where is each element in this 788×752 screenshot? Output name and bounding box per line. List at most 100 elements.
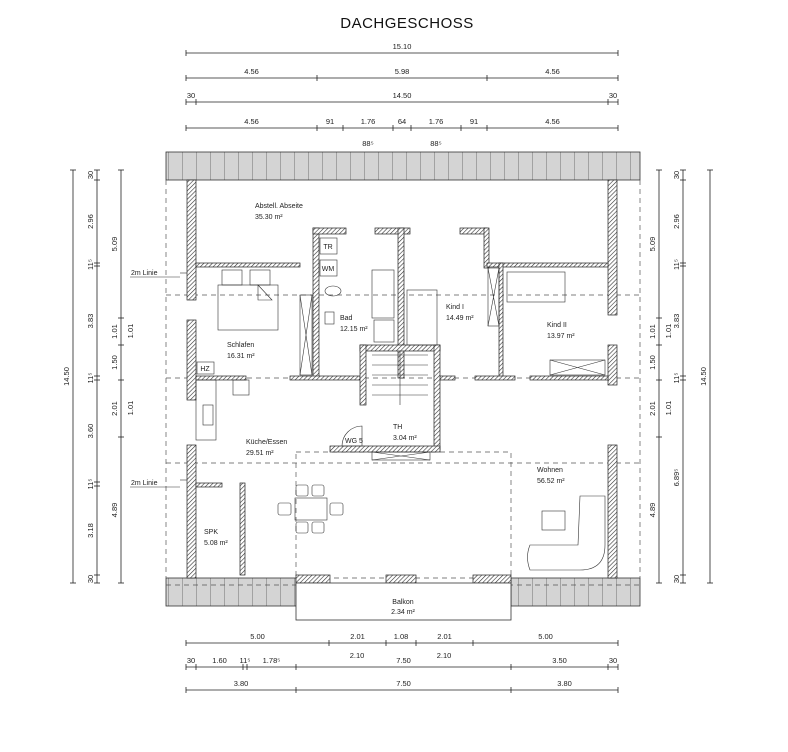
dimension-label: 7.50	[396, 679, 411, 688]
room-labels: Abstell. Abseite 35.30 m² Bad 12.15 m² S…	[204, 203, 575, 616]
dimension-label: 1.76	[429, 117, 444, 126]
room-area-spk: 5.08 m²	[204, 540, 228, 547]
heating-label: HZ	[200, 366, 210, 373]
dimension-label: 1.01	[126, 324, 135, 339]
dimension-label: 11⁵	[240, 656, 251, 665]
dimension-label: 3.80	[557, 679, 572, 688]
dimension-label: 5.09	[648, 237, 657, 252]
dimension-label: 11⁵	[86, 259, 95, 270]
dimension-label: 2.10	[437, 651, 452, 660]
fixtures: TR WM HZ WG 5	[196, 237, 363, 447]
dimension-label: 3.50	[552, 656, 567, 665]
furniture	[195, 267, 606, 571]
plan-title: DACHGESCHOSS	[340, 15, 474, 32]
dimension-label: 1.78⁵	[263, 656, 281, 665]
dimension-label: 1.76	[361, 117, 376, 126]
dimension-label: 11⁵	[672, 259, 681, 270]
dimension-label: 64	[398, 117, 406, 126]
dimension-label: 4.56	[545, 67, 560, 76]
room-name-balkon: Balkon	[392, 599, 414, 606]
room-area-kueche: 29.51 m²	[246, 450, 274, 457]
dimension-label: 14.50	[62, 367, 71, 386]
washer-label: WM	[322, 266, 335, 273]
dimension-label: 2.01	[437, 632, 452, 641]
dimension-label: 2.96	[86, 214, 95, 229]
dimension-label: 30	[86, 575, 95, 583]
room-name-schlafen: Schlafen	[227, 342, 254, 349]
room-area-kind1: 14.49 m²	[446, 315, 474, 322]
dimension-label: 30	[187, 656, 195, 665]
dimension-label: 1.08	[394, 632, 409, 641]
dimension-lines: 15.10 4.56 5.98 4.56 30 14.50 30 4.56 91 1.76 64 1.…	[62, 42, 713, 693]
dimension-label: 1.50	[110, 355, 119, 370]
dimension-label: 4.56	[545, 117, 560, 126]
room-area-schlafen: 16.31 m²	[227, 353, 255, 360]
room-name-spk: SPK	[204, 529, 218, 536]
room-name-bad: Bad	[340, 315, 353, 322]
room-area-kind2: 13.97 m²	[547, 333, 575, 340]
dimension-label: 11⁵	[86, 479, 95, 490]
room-area-abstell: 35.30 m²	[255, 214, 283, 221]
room-area-balkon: 2.34 m²	[391, 609, 415, 616]
dimension-label: 3.83	[672, 314, 681, 329]
dimension-label: 3.60	[86, 424, 95, 439]
dimension-label: 30	[609, 91, 617, 100]
dimension-label: 14.50	[699, 367, 708, 386]
dimension-label: 88⁵	[362, 139, 373, 148]
room-name-abstell: Abstell. Abseite	[255, 203, 303, 210]
dimension-label: 1.01	[126, 401, 135, 416]
dimension-label: 15.10	[393, 42, 412, 51]
dimension-label: 30	[86, 171, 95, 179]
line-2m-label-bottom: 2m Linie	[131, 480, 158, 487]
dimension-label: 1.60	[212, 656, 227, 665]
dimension-label: 3.18	[86, 523, 95, 538]
line-2m-label-top: 2m Linie	[131, 270, 158, 277]
dimension-label: 6.89⁵	[672, 469, 681, 487]
dimension-label: 1.01	[664, 401, 673, 416]
balcony	[295, 582, 512, 621]
dimension-label: 91	[470, 117, 478, 126]
dimension-label: 2.01	[350, 632, 365, 641]
dimension-label: 11⁵	[86, 373, 95, 384]
room-name-kind1: Kind I	[446, 304, 464, 311]
dryer-label: TR	[323, 244, 332, 251]
room-name-wohnen: Wohnen	[537, 467, 563, 474]
dimension-label: 7.50	[396, 656, 411, 665]
dimension-label: 3.80	[234, 679, 249, 688]
room-area-wohnen: 56.52 m²	[537, 478, 565, 485]
dimension-label: 1.01	[664, 324, 673, 339]
dimension-label: 30	[187, 91, 195, 100]
dimension-label: 4.89	[110, 503, 119, 518]
dimension-label: 3.83	[86, 314, 95, 329]
dimension-label: 14.50	[393, 91, 412, 100]
dimension-label: 30	[672, 575, 681, 583]
walls	[186, 179, 618, 584]
dimension-label: 5.98	[395, 67, 410, 76]
room-name-kueche: Küche/Essen	[246, 439, 287, 446]
room-name-th: TH	[393, 424, 402, 431]
wc-label: WG 5	[345, 438, 363, 445]
dimension-label: 4.89	[648, 503, 657, 518]
dimension-label: 5.00	[538, 632, 553, 641]
dimension-label: 5.00	[250, 632, 265, 641]
dimension-label: 4.56	[244, 117, 259, 126]
dimension-label: 4.56	[244, 67, 259, 76]
dimension-label: 5.09	[110, 237, 119, 252]
dimension-label: 88⁵	[430, 139, 441, 148]
dimension-label: 2.01	[648, 401, 657, 416]
roof-eaves	[165, 151, 641, 607]
dimension-label: 1.01	[110, 324, 119, 339]
dimension-label: 11⁵	[672, 373, 681, 384]
dimension-label: 1.01	[648, 324, 657, 339]
dimension-label: 1.50	[648, 355, 657, 370]
annotations: 2m Linie 2m Linie	[130, 270, 180, 488]
room-area-th: 3.04 m²	[393, 435, 417, 442]
dimension-label: 30	[609, 656, 617, 665]
dimension-label: 2.96	[672, 214, 681, 229]
room-area-bad: 12.15 m²	[340, 326, 368, 333]
dimension-label: 2.01	[110, 401, 119, 416]
room-name-kind2: Kind II	[547, 322, 567, 329]
dimension-label: 91	[326, 117, 334, 126]
dimension-label: 2.10	[350, 651, 365, 660]
